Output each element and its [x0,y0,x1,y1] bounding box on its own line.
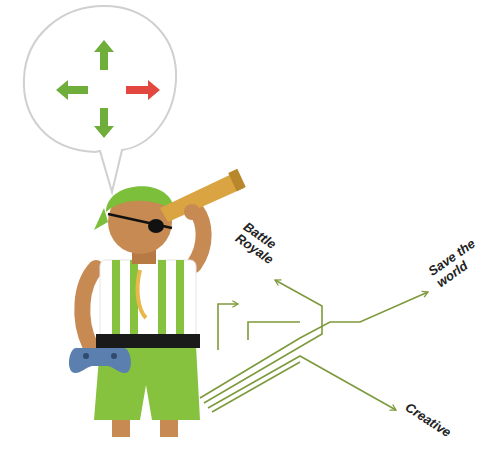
down-arrow [94,108,114,138]
branch-label: Battle Royale [233,219,292,272]
up-arrow [94,40,114,70]
branch-label: Creative [403,400,478,452]
branch-label: Save the world [426,234,490,291]
game-controller [69,348,131,373]
pirate-figure [69,169,246,437]
right-arrow [126,80,160,100]
speech-bubble [24,6,176,192]
left-arrow [56,80,88,100]
branch-lines [200,280,428,412]
